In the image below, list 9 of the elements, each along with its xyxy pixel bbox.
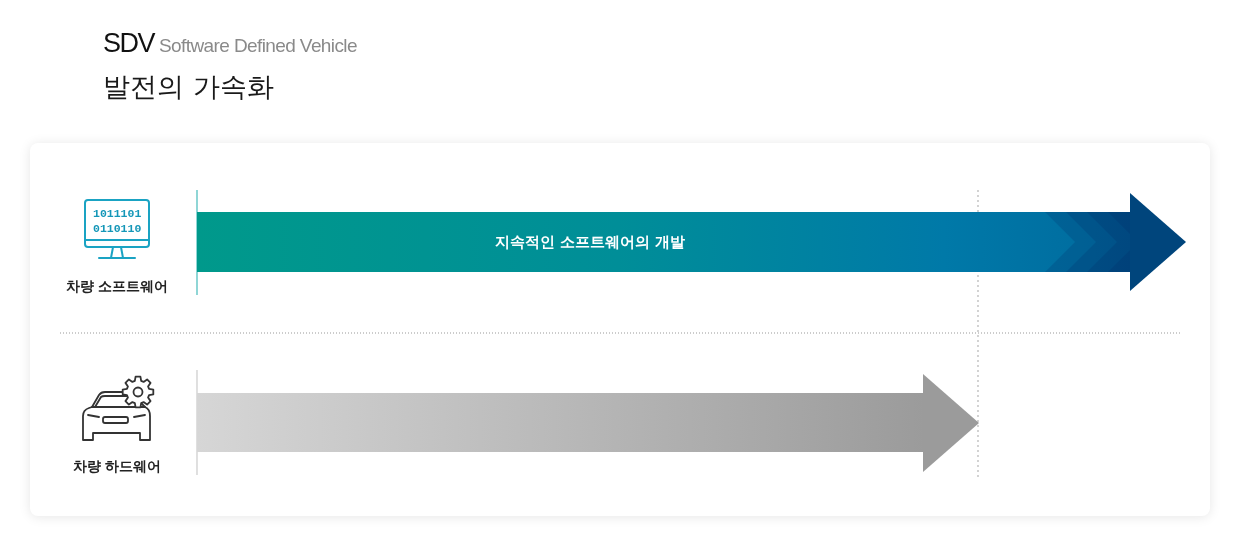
subtitle: Software Defined Vehicle (159, 35, 357, 56)
band-label: 지속적인 소프트웨어의 개발 (494, 232, 686, 252)
arrow-shape (197, 193, 1186, 291)
heading: 발전의 가속화 (103, 70, 274, 104)
binary-text: 1011101 0110110 (93, 206, 143, 236)
category-label: 차량 하드웨어 (72, 458, 162, 476)
title: SDV (103, 28, 155, 58)
category-label: 차량 소프트웨어 (65, 278, 169, 296)
arrow-shape (197, 374, 979, 472)
